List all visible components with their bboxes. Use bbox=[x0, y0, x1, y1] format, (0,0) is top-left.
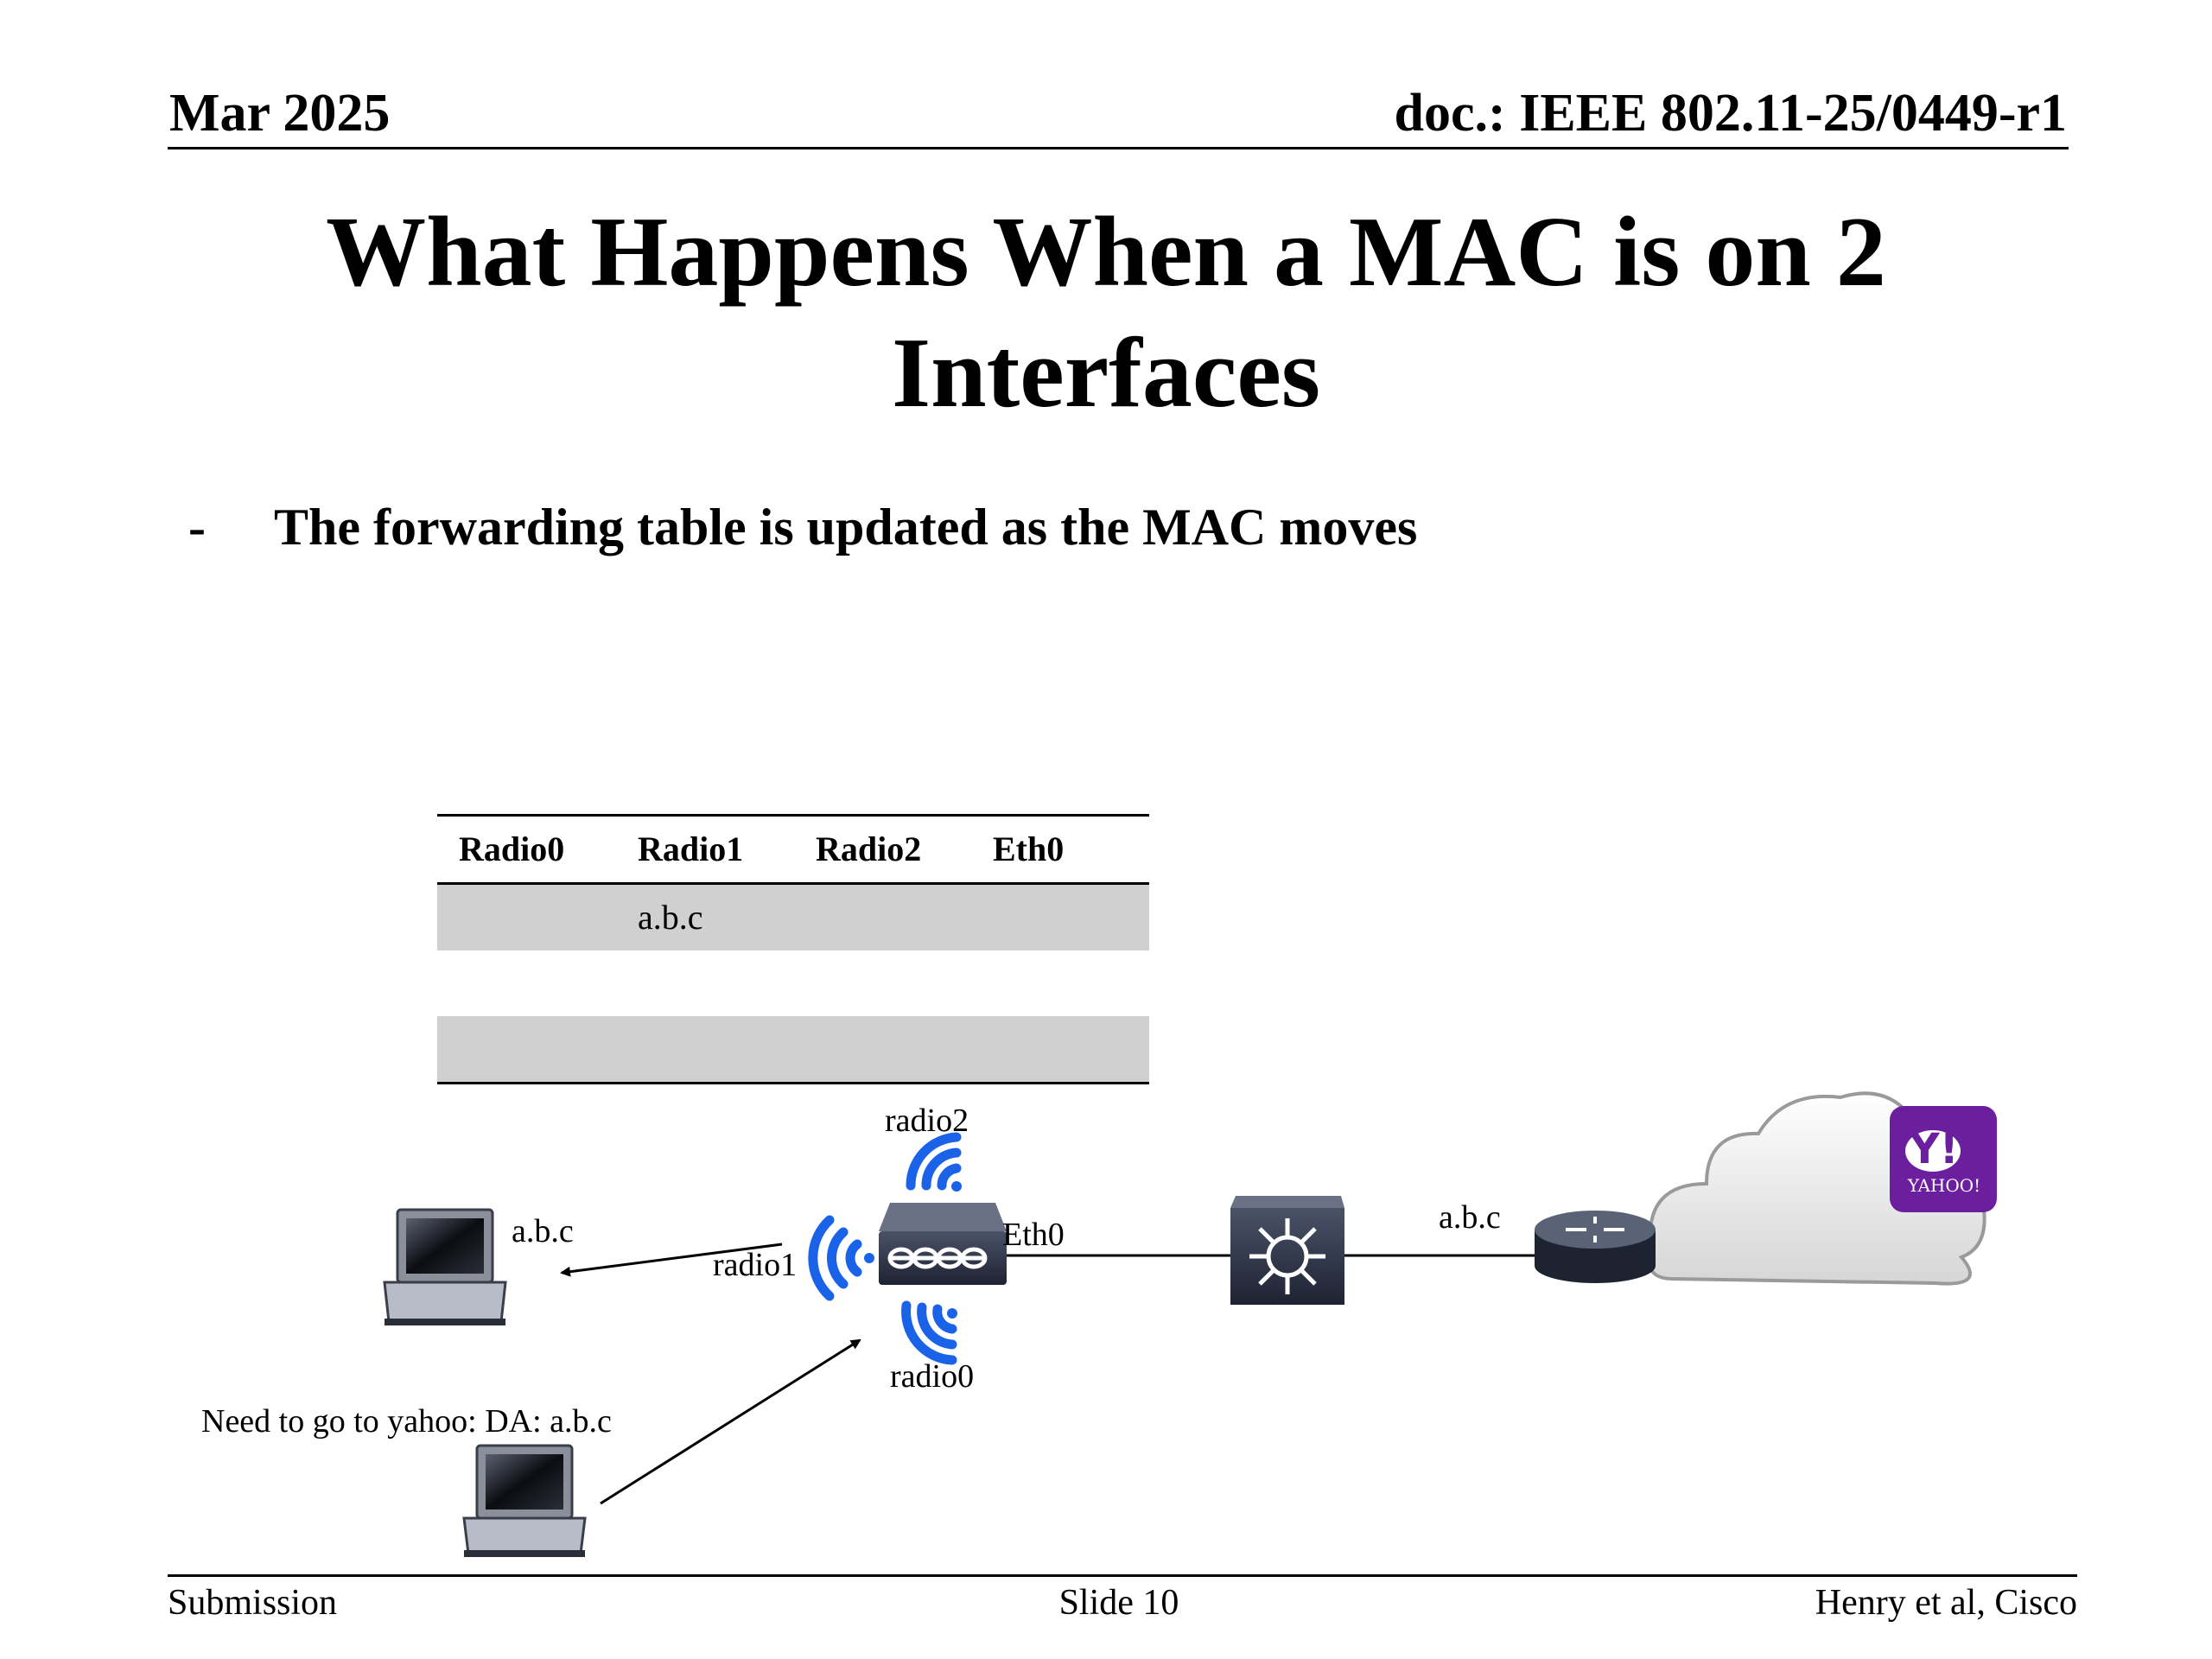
laptop1-mac-label: a.b.c bbox=[512, 1213, 574, 1249]
eth0-label: Eth0 bbox=[1002, 1217, 1065, 1253]
table-header-rule bbox=[437, 882, 1149, 885]
access-point-icon bbox=[879, 1203, 1007, 1285]
yahoo-logo-mark: Y! bbox=[1910, 1125, 1959, 1173]
arrow-ap-to-laptop1 bbox=[560, 1243, 783, 1277]
radio1-label: radio1 bbox=[713, 1247, 798, 1283]
header-divider bbox=[168, 147, 2069, 149]
column-header-radio1: Radio1 bbox=[638, 830, 744, 868]
footer-submission: Submission bbox=[168, 1583, 338, 1623]
slide-title-line-2: Interfaces bbox=[891, 318, 1320, 429]
yahoo-logo-icon bbox=[1890, 1106, 1997, 1212]
table-row bbox=[437, 1016, 1149, 1082]
table-header-row: Radio0 Radio1 Radio2 Eth0 bbox=[437, 817, 1149, 882]
radio0-label: radio0 bbox=[890, 1358, 975, 1395]
footer-divider bbox=[168, 1574, 2077, 1577]
header-doc-id: doc.: IEEE 802.11-25/0449-r1 bbox=[1394, 84, 2067, 143]
table-cell-radio1: a.b.c bbox=[638, 898, 703, 937]
column-header-radio0: Radio0 bbox=[459, 830, 565, 868]
slide-title: What Happens When a MAC is on 2 Interfac… bbox=[0, 192, 2212, 434]
radio2-label: radio2 bbox=[885, 1103, 969, 1139]
laptop-icon bbox=[462, 1444, 587, 1557]
laptop-icon bbox=[383, 1208, 507, 1325]
footer-authors: Henry et al, Cisco bbox=[1815, 1583, 2077, 1623]
column-header-eth0: Eth0 bbox=[993, 830, 1065, 868]
bullet-text: The forwarding table is updated as the M… bbox=[274, 499, 1418, 556]
laptop2-request-label: Need to go to yahoo: DA: a.b.c bbox=[201, 1403, 612, 1440]
bullet-marker: - bbox=[188, 499, 206, 556]
table-top-rule bbox=[437, 814, 1149, 817]
arrow-laptop2-to-ap bbox=[600, 1338, 861, 1505]
footer-slide-number: Slide 10 bbox=[1058, 1583, 1179, 1623]
wifi-radio2-icon bbox=[906, 1132, 962, 1192]
switch-icon bbox=[1230, 1196, 1344, 1305]
header-date: Mar 2025 bbox=[169, 84, 391, 143]
wifi-radio0-icon bbox=[901, 1300, 957, 1365]
slide-title-line-1: What Happens When a MAC is on 2 bbox=[326, 197, 1886, 308]
table-row: a.b.c bbox=[437, 885, 1149, 950]
wifi-radio1-icon bbox=[808, 1215, 874, 1301]
router-icon bbox=[1535, 1211, 1656, 1283]
column-header-radio2: Radio2 bbox=[816, 830, 922, 868]
yahoo-logo-text: YAHOO! bbox=[1907, 1175, 1981, 1196]
table-bottom-rule bbox=[437, 1082, 1149, 1084]
router-mac-label: a.b.c bbox=[1439, 1199, 1501, 1236]
